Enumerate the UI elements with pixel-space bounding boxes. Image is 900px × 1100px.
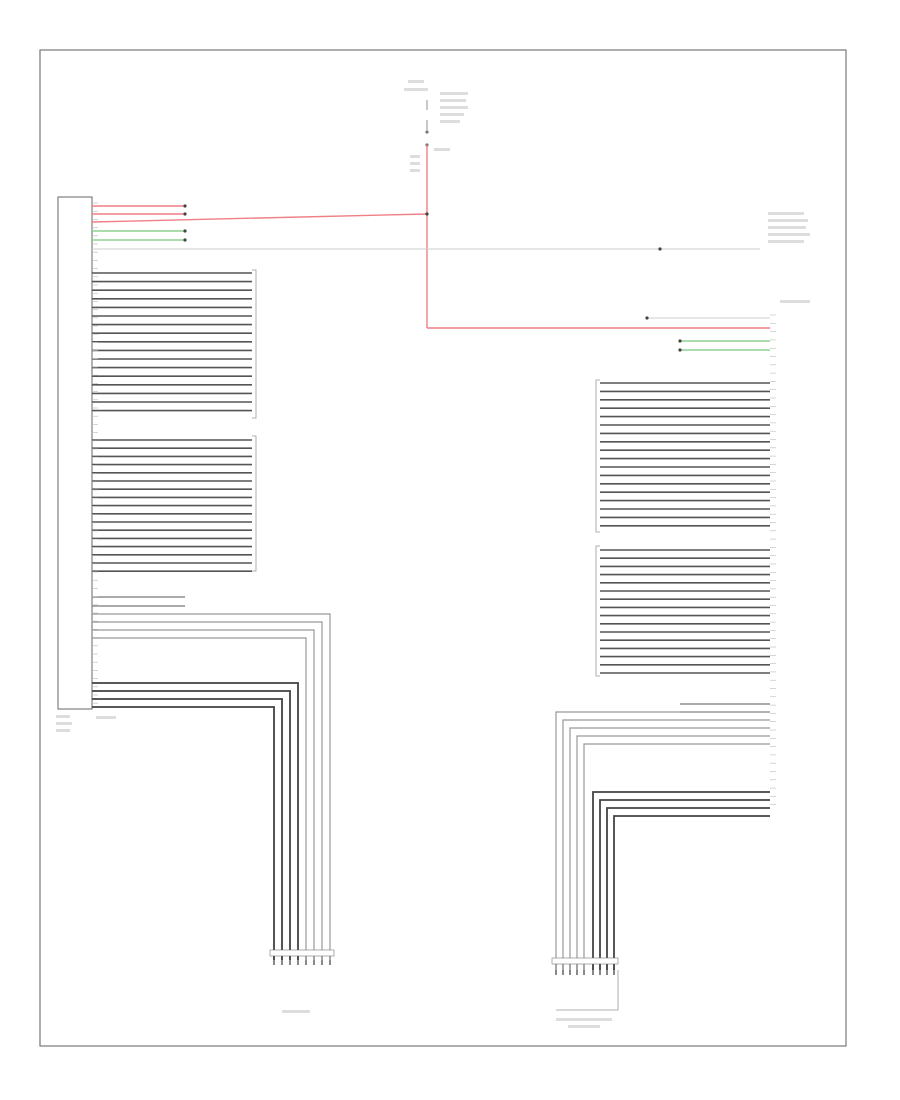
signal-wire [92,248,770,319]
bundle-bracket [252,435,257,572]
top-fuse-connector [425,100,429,147]
left-harness-dark [92,682,299,960]
right-top-component [768,212,810,303]
right-wire-bundles [555,314,776,975]
top-labels [404,80,468,172]
bottom-left-connector [269,949,335,957]
green-wire [92,230,770,351]
left-wire-bundles [92,202,331,965]
splice-points [183,204,682,352]
right-harness-dark [592,791,770,970]
power-wire [91,145,770,329]
left-harness [92,613,331,960]
diagram-frame [39,49,847,1047]
bundle-bracket [595,545,600,677]
bundle-bracket [595,379,600,533]
bottom-right-connector [551,957,619,1011]
bottom-labels [56,715,612,1028]
left-control-module [57,196,93,710]
right-harness [555,711,770,970]
bundle-bracket [252,269,257,419]
